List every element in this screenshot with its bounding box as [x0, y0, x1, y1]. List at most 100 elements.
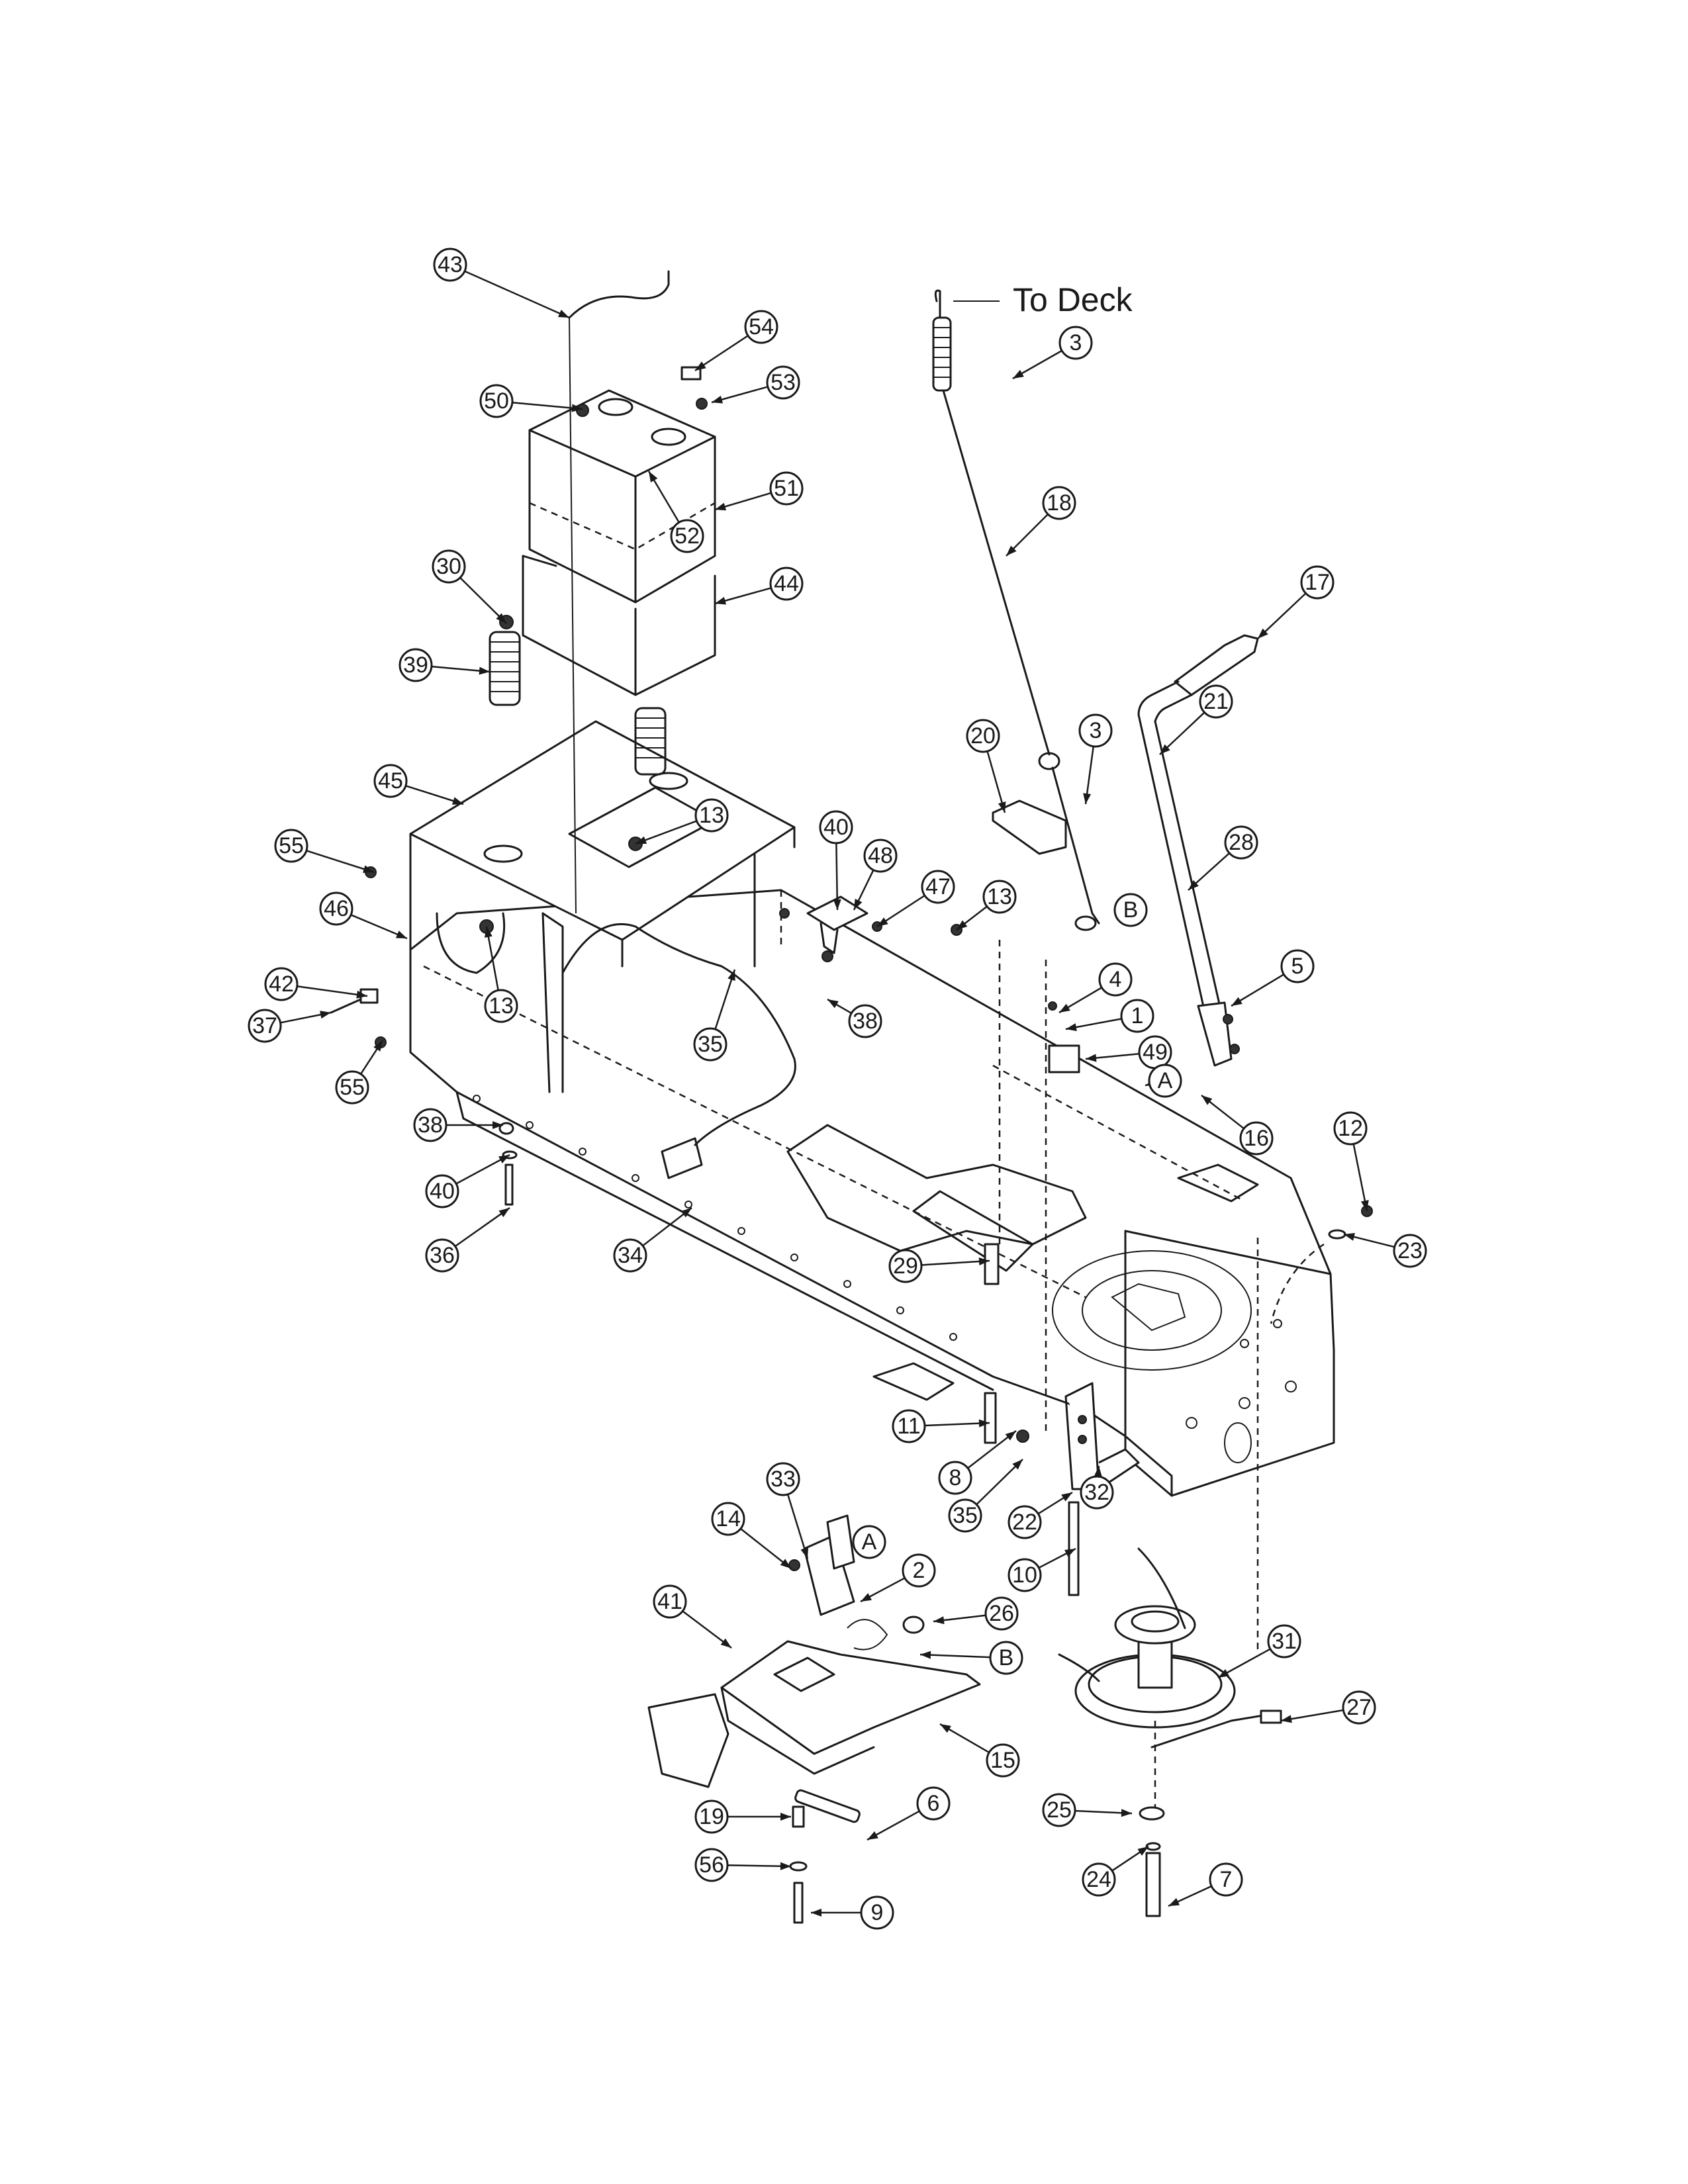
- callout-number: 35: [698, 1032, 723, 1057]
- callout-38-20: 38: [827, 998, 882, 1038]
- callout-arrowhead: [1360, 1200, 1369, 1211]
- callout-number: 16: [1244, 1126, 1269, 1151]
- callout-6-61: 6: [867, 1786, 951, 1841]
- lift-lever: [1137, 634, 1259, 1067]
- callout-circle: [425, 1174, 459, 1208]
- callout-leader: [512, 401, 583, 410]
- callout-circle: [888, 1249, 923, 1283]
- callout-arrowhead: [1188, 880, 1199, 890]
- callout-circle: [769, 471, 804, 506]
- callout-number: 10: [1012, 1563, 1037, 1588]
- callout-17-29: 17: [1257, 565, 1335, 639]
- to-deck-label: To Deck: [1013, 281, 1133, 318]
- callout-A-52: A: [852, 1525, 886, 1559]
- callout-circle: [1393, 1234, 1427, 1268]
- callout-8-45: 8: [938, 1430, 1017, 1495]
- callout-number: B: [1123, 897, 1139, 923]
- callout-circle: [1333, 1111, 1368, 1146]
- callout-arrowhead: [957, 920, 968, 930]
- callout-circle: [694, 1848, 729, 1882]
- callout-53-2: 53: [711, 365, 800, 404]
- callout-number: 19: [699, 1804, 724, 1829]
- callout-arrowhead: [978, 1257, 990, 1265]
- callout-circle: [984, 1596, 1019, 1631]
- callout-circle: [425, 1238, 459, 1273]
- callout-46-15: 46: [319, 891, 408, 940]
- callout-arrowhead: [484, 927, 492, 938]
- callout-circle: [653, 1584, 687, 1619]
- callout-circle: [1280, 949, 1315, 983]
- callout-leader: [976, 1459, 1023, 1506]
- lift-rod: [932, 289, 1100, 931]
- callout-number: A: [1158, 1068, 1173, 1093]
- callout-number: 55: [340, 1075, 365, 1100]
- callout-number: 52: [675, 523, 700, 549]
- callout-11-44: 11: [892, 1409, 990, 1443]
- callout-circle: [335, 1070, 369, 1105]
- callout-circle: [1267, 1624, 1301, 1659]
- callout-number: 30: [436, 554, 461, 579]
- callout-number: 47: [925, 874, 951, 899]
- callout-number: 17: [1305, 570, 1330, 595]
- callout-A-39: A: [1145, 1064, 1182, 1098]
- callout-number: 33: [771, 1467, 796, 1492]
- callout-56-63: 56: [694, 1848, 792, 1882]
- callout-arrowhead: [727, 970, 735, 981]
- callout-number: 31: [1272, 1629, 1297, 1654]
- callout-leader: [1352, 1144, 1368, 1212]
- callout-arrowhead: [1137, 1846, 1149, 1856]
- callout-number: 7: [1220, 1867, 1233, 1892]
- callout-circle: [274, 829, 308, 863]
- callout-32-47: 32: [1080, 1465, 1114, 1510]
- callout-arrowhead: [498, 1208, 510, 1218]
- callout-number: 36: [430, 1243, 455, 1268]
- callout-arrowhead: [557, 310, 569, 318]
- callout-18-28: 18: [1006, 486, 1076, 557]
- callout-number: 54: [749, 314, 774, 340]
- callout-24-64: 24: [1082, 1845, 1149, 1897]
- callout-40-12: 40: [819, 810, 853, 911]
- callout-arrowhead: [395, 931, 407, 938]
- callout-circle: [433, 248, 467, 282]
- callout-27-58: 27: [1280, 1690, 1376, 1725]
- callout-arrowhead: [1064, 1549, 1076, 1557]
- callout-circle: [1148, 1064, 1182, 1098]
- callout-28-33: 28: [1188, 825, 1258, 891]
- seat-switch: [1048, 1001, 1080, 1073]
- callout-leader: [919, 1653, 991, 1659]
- callout-B-34: B: [1113, 893, 1148, 927]
- callout-arrowhead: [479, 666, 490, 675]
- callout-circle: [399, 648, 433, 682]
- callout-55-22: 55: [335, 1040, 384, 1105]
- callout-arrowhead: [867, 1831, 878, 1840]
- main-frame: [409, 889, 1335, 1497]
- callout-number: 37: [252, 1013, 277, 1038]
- callout-9-66: 9: [811, 1895, 894, 1930]
- callout-leader: [464, 270, 570, 319]
- callout-number: 44: [774, 571, 799, 596]
- callout-circle: [982, 880, 1017, 914]
- callout-arrowhead: [1086, 1054, 1097, 1062]
- callout-number: 14: [716, 1506, 741, 1531]
- callout-arrowhead: [877, 917, 888, 927]
- callout-number: 25: [1047, 1797, 1072, 1823]
- callout-circle: [989, 1641, 1023, 1675]
- callout-54-1: 54: [694, 310, 778, 372]
- callout-number: 27: [1346, 1695, 1372, 1720]
- battery-tray: [409, 720, 796, 1093]
- callout-36-25: 36: [425, 1206, 510, 1273]
- callout-number: 45: [378, 768, 403, 794]
- callout-number: 29: [893, 1253, 918, 1279]
- callout-circle: [1058, 326, 1093, 360]
- callout-arrowhead: [940, 1724, 951, 1733]
- callout-circle: [1078, 713, 1113, 748]
- callout-arrowhead: [1121, 1809, 1132, 1817]
- callout-circle: [1209, 1862, 1243, 1897]
- callout-circle: [892, 1409, 926, 1443]
- callout-arrowhead: [571, 404, 583, 412]
- callout-circle: [848, 1004, 882, 1038]
- callout-number: 56: [699, 1852, 724, 1878]
- callout-15-59: 15: [939, 1723, 1020, 1778]
- pedal-assembly: [647, 1514, 981, 1924]
- callout-circle: [1120, 999, 1154, 1033]
